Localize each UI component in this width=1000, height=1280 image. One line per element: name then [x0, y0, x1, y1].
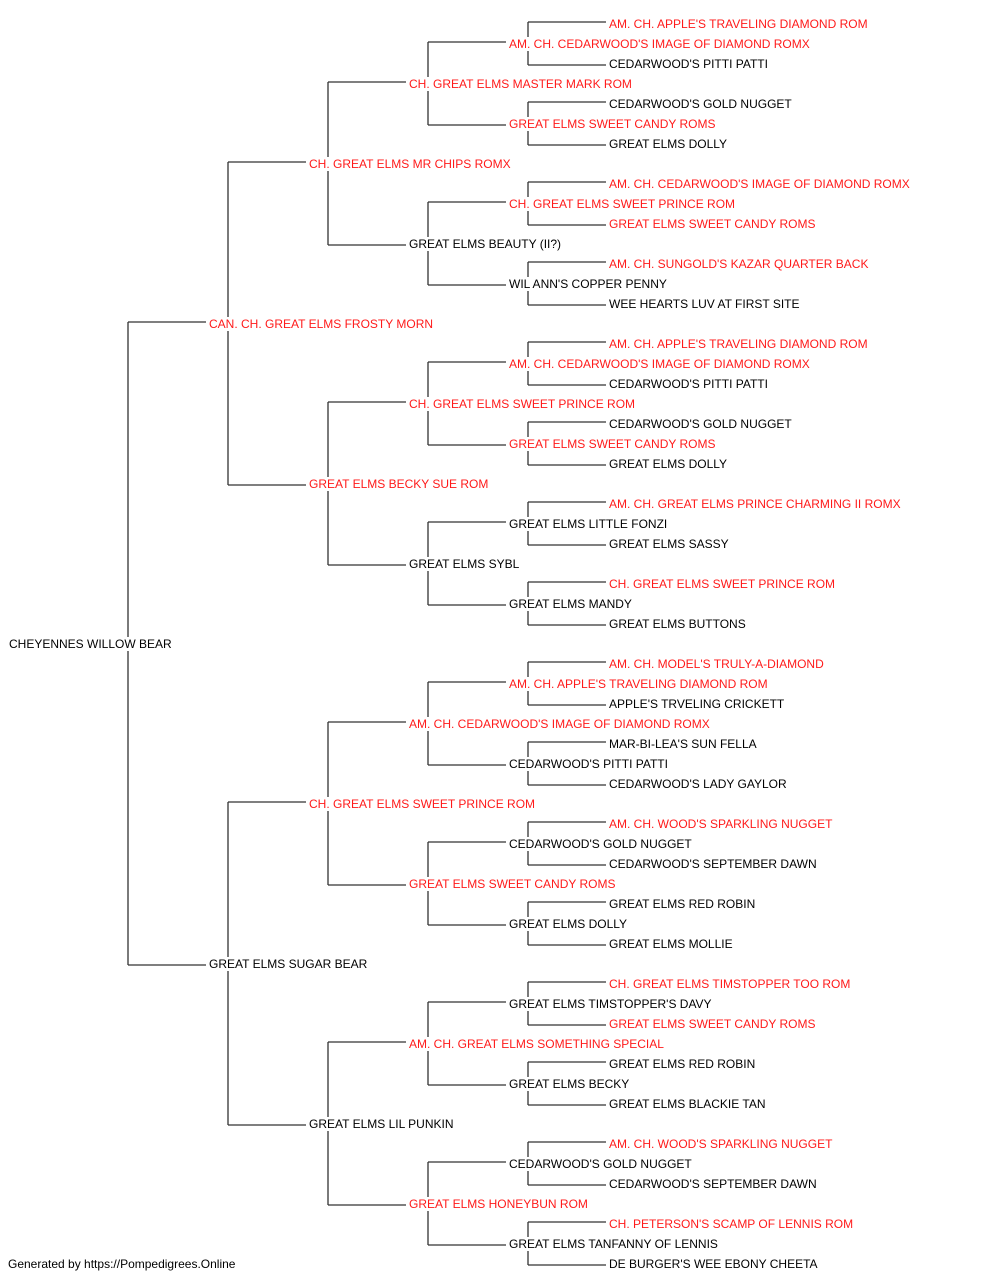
ancestor-name-gen5: AM. CH. WOOD'S SPARKLING NUGGET — [608, 1137, 834, 1151]
ancestor-name-gen4: CEDARWOOD'S GOLD NUGGET — [508, 837, 693, 851]
ancestor-name-gen5: AM. CH. WOOD'S SPARKLING NUGGET — [608, 817, 834, 831]
ancestor-name-gen3: AM. CH. GREAT ELMS SOMETHING SPECIAL — [408, 1037, 665, 1051]
ancestor-name-gen4: GREAT ELMS BECKY — [508, 1077, 631, 1091]
ancestor-name-gen5: CEDARWOOD'S LADY GAYLOR — [608, 777, 788, 791]
ancestor-name-gen5: AM. CH. APPLE'S TRAVELING DIAMOND ROM — [608, 337, 869, 351]
ancestor-name-gen4: CH. GREAT ELMS SWEET PRINCE ROM — [508, 197, 737, 211]
ancestor-name-gen4: AM. CH. CEDARWOOD'S IMAGE OF DIAMOND ROM… — [508, 37, 811, 51]
ancestor-name-gen5: MAR-BI-LEA'S SUN FELLA — [608, 737, 758, 751]
ancestor-name-gen3: GREAT ELMS SYBL — [408, 557, 521, 571]
ancestor-name-gen5: GREAT ELMS BLACKIE TAN — [608, 1097, 767, 1111]
ancestor-name-gen5: CEDARWOOD'S SEPTEMBER DAWN — [608, 1177, 818, 1191]
ancestor-name-gen5: CH. PETERSON'S SCAMP OF LENNIS ROM — [608, 1217, 855, 1231]
ancestor-name-gen3: CH. GREAT ELMS MASTER MARK ROM — [408, 77, 633, 91]
ancestor-name-gen3: GREAT ELMS BEAUTY (II?) — [408, 237, 563, 251]
ancestor-name-gen5: CH. GREAT ELMS TIMSTOPPER TOO ROM — [608, 977, 852, 991]
footer-credit: Generated by https://Pompedigrees.Online — [8, 1257, 236, 1271]
ancestor-name-gen4: GREAT ELMS SWEET CANDY ROMS — [508, 437, 717, 451]
subject-name: CHEYENNES WILLOW BEAR — [8, 637, 173, 651]
ancestor-name-gen5: GREAT ELMS BUTTONS — [608, 617, 747, 631]
ancestor-name-gen3: GREAT ELMS SWEET CANDY ROMS — [408, 877, 617, 891]
ancestor-name-gen4: GREAT ELMS LITTLE FONZI — [508, 517, 669, 531]
ancestor-name-gen5: AM. CH. GREAT ELMS PRINCE CHARMING II RO… — [608, 497, 902, 511]
ancestor-name-gen5: WEE HEARTS LUV AT FIRST SITE — [608, 297, 801, 311]
ancestor-name-gen5: GREAT ELMS DOLLY — [608, 457, 729, 471]
ancestor-name-gen5: CEDARWOOD'S PITTI PATTI — [608, 57, 769, 71]
ancestor-name-gen5: CEDARWOOD'S GOLD NUGGET — [608, 97, 793, 111]
ancestor-name-gen5: GREAT ELMS RED ROBIN — [608, 1057, 757, 1071]
ancestor-name-gen3: AM. CH. CEDARWOOD'S IMAGE OF DIAMOND ROM… — [408, 717, 711, 731]
ancestor-name-gen4: GREAT ELMS MANDY — [508, 597, 633, 611]
ancestor-name-gen5: DE BURGER'S WEE EBONY CHEETA — [608, 1257, 819, 1271]
ancestor-name-gen2: CH. GREAT ELMS SWEET PRINCE ROM — [308, 797, 537, 811]
ancestor-name-gen4: CEDARWOOD'S GOLD NUGGET — [508, 1157, 693, 1171]
ancestor-name-gen3: CH. GREAT ELMS SWEET PRINCE ROM — [408, 397, 637, 411]
ancestor-name-gen5: AM. CH. APPLE'S TRAVELING DIAMOND ROM — [608, 17, 869, 31]
ancestor-name-gen5: CEDARWOOD'S PITTI PATTI — [608, 377, 769, 391]
ancestor-name-gen5: GREAT ELMS SWEET CANDY ROMS — [608, 217, 817, 231]
ancestor-name-gen5: CH. GREAT ELMS SWEET PRINCE ROM — [608, 577, 837, 591]
ancestor-name-gen2: GREAT ELMS BECKY SUE ROM — [308, 477, 490, 491]
ancestor-name-gen4: AM. CH. CEDARWOOD'S IMAGE OF DIAMOND ROM… — [508, 357, 811, 371]
ancestor-name-gen5: GREAT ELMS SWEET CANDY ROMS — [608, 1017, 817, 1031]
ancestor-name-gen5: GREAT ELMS MOLLIE — [608, 937, 734, 951]
ancestor-name-gen5: CEDARWOOD'S GOLD NUGGET — [608, 417, 793, 431]
ancestor-name-gen2: GREAT ELMS LIL PUNKIN — [308, 1117, 455, 1131]
ancestor-name-gen2: CH. GREAT ELMS MR CHIPS ROMX — [308, 157, 512, 171]
ancestor-name-gen4: GREAT ELMS SWEET CANDY ROMS — [508, 117, 717, 131]
ancestor-name-gen5: GREAT ELMS SASSY — [608, 537, 730, 551]
ancestor-name-gen5: CEDARWOOD'S SEPTEMBER DAWN — [608, 857, 818, 871]
ancestor-name-gen4: CEDARWOOD'S PITTI PATTI — [508, 757, 669, 771]
ancestor-name-gen1: GREAT ELMS SUGAR BEAR — [208, 957, 369, 971]
ancestor-name-gen1: CAN. CH. GREAT ELMS FROSTY MORN — [208, 317, 435, 331]
ancestor-name-gen4: GREAT ELMS TANFANNY OF LENNIS — [508, 1237, 719, 1251]
ancestor-name-gen5: GREAT ELMS DOLLY — [608, 137, 729, 151]
ancestor-name-gen4: GREAT ELMS TIMSTOPPER'S DAVY — [508, 997, 713, 1011]
ancestor-name-gen4: GREAT ELMS DOLLY — [508, 917, 629, 931]
ancestor-name-gen4: AM. CH. APPLE'S TRAVELING DIAMOND ROM — [508, 677, 769, 691]
ancestor-name-gen5: APPLE'S TRVELING CRICKETT — [608, 697, 786, 711]
ancestor-name-gen5: AM. CH. MODEL'S TRULY-A-DIAMOND — [608, 657, 825, 671]
ancestor-name-gen4: WIL ANN'S COPPER PENNY — [508, 277, 668, 291]
ancestor-name-gen5: AM. CH. CEDARWOOD'S IMAGE OF DIAMOND ROM… — [608, 177, 911, 191]
ancestor-name-gen5: GREAT ELMS RED ROBIN — [608, 897, 757, 911]
ancestor-name-gen3: GREAT ELMS HONEYBUN ROM — [408, 1197, 589, 1211]
ancestor-name-gen5: AM. CH. SUNGOLD'S KAZAR QUARTER BACK — [608, 257, 870, 271]
